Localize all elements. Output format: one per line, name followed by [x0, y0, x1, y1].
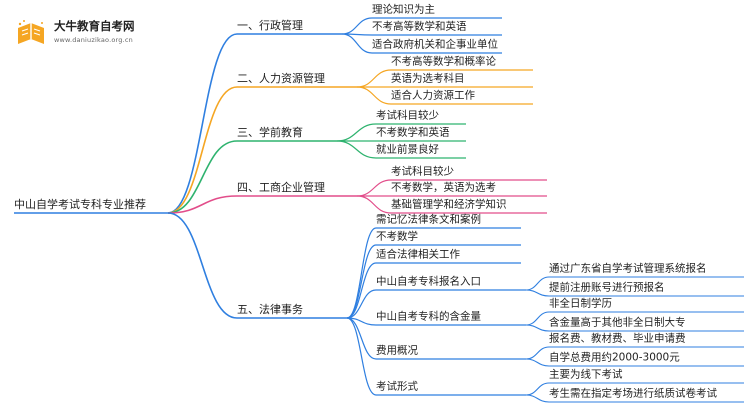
branch-5-item-7[interactable]: 考试形式 [376, 380, 418, 393]
branch-5-item-6-sub-1-connector [525, 346, 550, 360]
branch-3-item-2[interactable]: 不考数学和英语 [376, 126, 450, 139]
branch-4-item-3[interactable]: 基础管理学和经济学知识 [391, 198, 507, 211]
branch-5[interactable]: 五、法律事务 [237, 303, 303, 316]
branch-4-item-2[interactable]: 不考数学，英语为选考 [391, 181, 496, 194]
branch-5-item-5-sub-1[interactable]: 非全日制学历 [549, 297, 612, 310]
branch-4-item-3-connector [356, 195, 392, 214]
branch-1-item-3-connector [341, 33, 373, 54]
branch-5-item-4-connector [346, 289, 377, 319]
branch-1[interactable]: 一、行政管理 [237, 19, 303, 32]
branch-5-item-1[interactable]: 需记忆法律条文和案例 [376, 213, 481, 226]
site-logo[interactable]: 大牛教育自考网 www.daniuzikao.org.cn [8, 10, 158, 52]
branch-5-item-4-sub-1-connector [525, 276, 550, 291]
branch-5-item-3-connector [346, 262, 377, 319]
branch-3-item-3[interactable]: 就业前景良好 [376, 143, 439, 156]
branch-5-item-5-sub-2-connector [525, 324, 550, 332]
branch-1-item-3[interactable]: 适合政府机关和企事业单位 [372, 38, 498, 51]
branch-5-item-5[interactable]: 中山自考专科的含金量 [376, 310, 481, 323]
branch-2-item-1[interactable]: 不考高等数学和概率论 [391, 55, 496, 68]
root-node[interactable]: 中山自学考试专科专业推荐 [14, 198, 146, 211]
branch-1-item-1[interactable]: 理论知识为主 [372, 3, 435, 16]
book-logo-icon [18, 20, 44, 44]
branch-5-item-6-sub-2-connector [525, 358, 550, 367]
branch-5-item-7-connector [346, 317, 377, 396]
site-url: www.daniuzikao.org.cn [54, 36, 133, 44]
branch-4-connector [167, 195, 238, 214]
branch-2-item-2[interactable]: 英语为选考科目 [391, 72, 465, 85]
branch-3-connector [167, 140, 238, 214]
branch-1-connector [167, 33, 238, 214]
branch-5-item-7-sub-1-connector [525, 382, 550, 396]
branch-5-item-6-sub-1[interactable]: 报名费、教材费、毕业申请费 [549, 332, 686, 345]
branch-5-item-3[interactable]: 适合法律相关工作 [376, 248, 460, 261]
branch-3-item-1[interactable]: 考试科目较少 [376, 109, 439, 122]
branch-5-item-2[interactable]: 不考数学 [376, 230, 418, 243]
branch-2-connector [167, 86, 238, 214]
branch-5-item-7-sub-2-connector [525, 394, 550, 403]
branch-5-item-6-sub-2[interactable]: 自学总费用约2000-3000元 [549, 351, 680, 364]
branch-2-item-3[interactable]: 适合人力资源工作 [391, 89, 475, 102]
branch-5-connector [167, 212, 238, 319]
branch-5-item-5-sub-2[interactable]: 含金量高于其他非全日制大专 [549, 316, 686, 329]
branch-4-item-1[interactable]: 考试科目较少 [391, 165, 454, 178]
branch-1-item-2[interactable]: 不考高等数学和英语 [372, 20, 467, 33]
site-name: 大牛教育自考网 [54, 19, 135, 33]
branch-5-item-4-sub-2[interactable]: 提前注册账号进行预报名 [549, 281, 665, 294]
branch-3-item-1-connector [336, 123, 377, 142]
branch-5-item-2-connector [346, 244, 377, 319]
branch-5-item-7-sub-1[interactable]: 主要为线下考试 [549, 368, 623, 381]
branch-5-item-6[interactable]: 费用概况 [376, 344, 418, 357]
branch-4[interactable]: 四、工商企业管理 [237, 181, 325, 194]
branch-1-item-1-connector [341, 17, 373, 35]
branch-2-item-1-connector [356, 69, 392, 88]
branch-2[interactable]: 二、人力资源管理 [237, 72, 325, 85]
branch-2-item-3-connector [356, 86, 392, 105]
branch-5-item-4-sub-1[interactable]: 通过广东省自学考试管理系统报名 [549, 262, 707, 275]
branch-5-item-4[interactable]: 中山自考专科报名入口 [376, 275, 481, 288]
branch-5-item-5-sub-1-connector [525, 311, 550, 326]
branch-4-item-1-connector [356, 179, 392, 197]
branch-5-item-7-sub-2[interactable]: 考生需在指定考场进行纸质试卷考试 [549, 387, 717, 400]
branch-5-item-4-sub-2-connector [525, 289, 550, 297]
branch-3-item-3-connector [336, 140, 377, 159]
branch-3[interactable]: 三、学前教育 [237, 126, 303, 139]
